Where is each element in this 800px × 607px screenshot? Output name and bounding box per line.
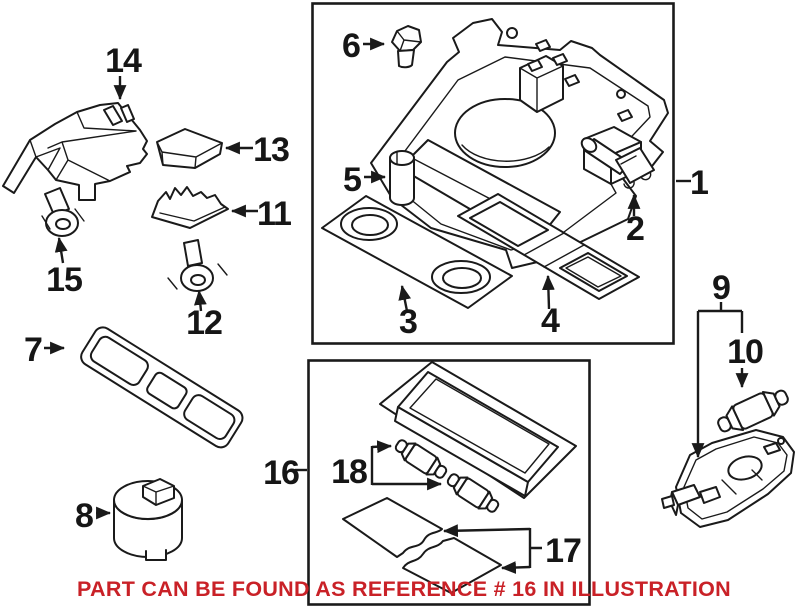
callout-3-arrow bbox=[398, 284, 412, 312]
part-3-lens-gasket bbox=[321, 195, 513, 309]
part-15-screw bbox=[41, 187, 85, 237]
part-18-festoon-bulb-a bbox=[394, 439, 448, 479]
callout-17-arrow-a bbox=[442, 524, 531, 538]
part-2-bulb-socket bbox=[580, 137, 655, 189]
callout-12-label: 12 bbox=[186, 304, 222, 342]
reference-note: PART CAN BE FOUND AS REFERENCE # 16 IN I… bbox=[77, 577, 731, 601]
part-10-festoon-bulb bbox=[717, 389, 789, 433]
part-12-screw bbox=[167, 239, 228, 292]
part-6-wedge-bulb bbox=[391, 25, 422, 69]
part-17-lens-b bbox=[402, 537, 502, 594]
part-8-sensor bbox=[113, 478, 183, 561]
part-14-bracket bbox=[2, 102, 148, 201]
part-16-lamp-housing bbox=[379, 361, 577, 499]
callout-5-label: 5 bbox=[343, 161, 361, 199]
callout-9-label: 9 bbox=[712, 269, 730, 307]
callout-9-bracket bbox=[698, 302, 744, 333]
part-9-lamp-unit bbox=[661, 429, 795, 528]
callout-8-label: 8 bbox=[75, 497, 93, 535]
callout-17-arrow-b bbox=[500, 561, 531, 574]
callout-13-label: 13 bbox=[253, 131, 289, 169]
callout-12-arrow bbox=[193, 289, 207, 312]
callout-14-label: 14 bbox=[105, 42, 142, 80]
callout-18-label: 18 bbox=[331, 453, 367, 491]
main-assembly-box bbox=[311, 2, 675, 345]
part-13-lens bbox=[156, 128, 223, 169]
part-4-lens-gasket bbox=[457, 193, 640, 300]
callout-10-label: 10 bbox=[727, 333, 763, 371]
callout-arrows bbox=[44, 37, 749, 574]
callout-4-arrow bbox=[541, 274, 555, 310]
part-17-lens-a bbox=[342, 497, 443, 558]
part-7-lens-strip bbox=[80, 326, 244, 449]
callout-18-arrow-a bbox=[371, 440, 393, 454]
callout-15-arrow bbox=[54, 236, 68, 264]
callout-4-label: 4 bbox=[541, 302, 560, 340]
callout-1-label: 1 bbox=[690, 164, 708, 202]
part-5-bulb bbox=[389, 150, 415, 206]
callout-17-bracket bbox=[528, 528, 542, 568]
callout-15-label: 15 bbox=[46, 261, 82, 299]
callout-3-label: 3 bbox=[399, 303, 417, 341]
callout-17-label: 17 bbox=[545, 532, 581, 570]
callout-labels: 1 2 3 4 5 6 7 8 9 10 11 12 13 14 15 16 1… bbox=[24, 27, 764, 570]
callout-6-label: 6 bbox=[342, 27, 360, 65]
callout-16-label: 16 bbox=[263, 454, 299, 492]
callout-7-label: 7 bbox=[24, 331, 42, 369]
part-18-festoon-bulb-b bbox=[446, 473, 500, 513]
reference-16-box bbox=[307, 359, 591, 606]
callout-2-label: 2 bbox=[626, 210, 644, 248]
callout-11-label: 11 bbox=[257, 195, 291, 233]
part-11-retainer bbox=[151, 186, 229, 229]
